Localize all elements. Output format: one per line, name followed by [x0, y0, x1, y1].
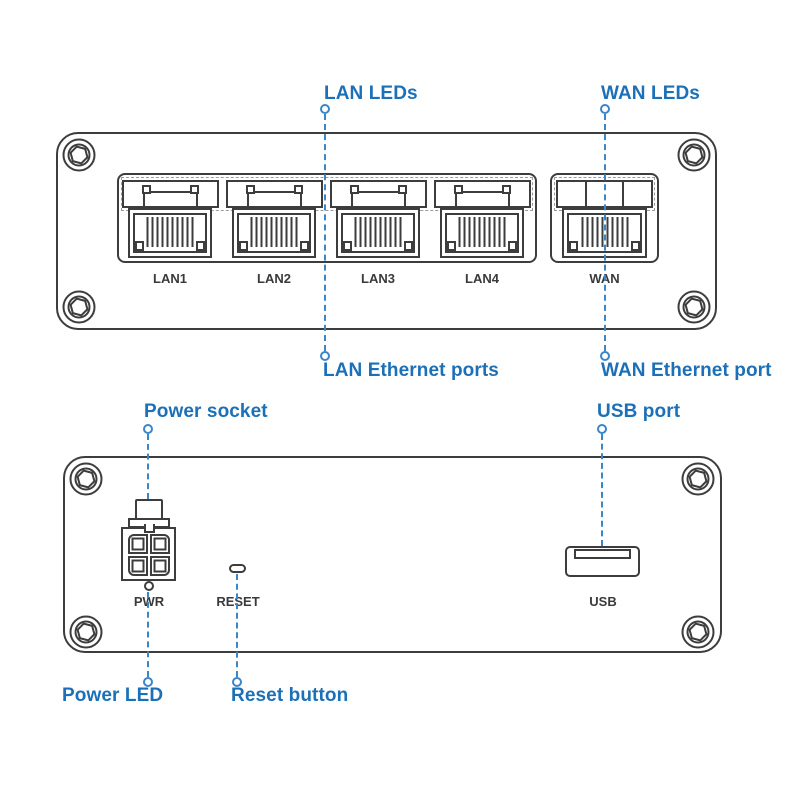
lan4-port-label: LAN4	[465, 271, 499, 286]
lan1-led-bar	[122, 180, 219, 208]
screw-icon	[681, 462, 715, 496]
wan-leds-annotation: WAN LEDs	[601, 83, 700, 104]
screw-icon	[69, 462, 103, 496]
power-socket-key-tab	[144, 524, 155, 533]
lan-leds-leader-line	[324, 114, 326, 351]
lan4-led-bar	[434, 180, 531, 208]
screw-icon	[69, 615, 103, 649]
screw-icon	[677, 290, 711, 324]
lan2-port-label: LAN2	[257, 271, 291, 286]
leader-dot	[232, 677, 242, 687]
power-socket-leader-line	[147, 434, 149, 499]
leader-dot	[143, 677, 153, 687]
leader-dot	[320, 104, 330, 114]
reset-button-annotation: Reset button	[231, 685, 349, 706]
lan2-led-bar	[226, 180, 323, 208]
power-led-leader-line	[147, 592, 149, 677]
lan4-ethernet-jack	[440, 208, 524, 258]
screw-icon	[681, 615, 715, 649]
power-socket	[121, 527, 176, 581]
lan-leds-annotation: LAN LEDs	[324, 83, 418, 104]
reset-label: RESET	[216, 594, 260, 609]
leader-dot	[320, 351, 330, 361]
screw-icon	[677, 138, 711, 172]
lan2-ethernet-jack	[232, 208, 316, 258]
lan1-port-label: LAN1	[153, 271, 187, 286]
screw-icon	[62, 290, 96, 324]
lan3-ethernet-jack	[336, 208, 420, 258]
pwr-label: PWR	[133, 594, 165, 609]
power-socket-latch	[135, 499, 163, 520]
leader-dot	[600, 351, 610, 361]
usb-port-annotation: USB port	[597, 401, 681, 422]
wan-leds-leader-line	[604, 114, 606, 351]
lan1-ethernet-jack	[128, 208, 212, 258]
leader-dot	[600, 104, 610, 114]
leader-dot	[143, 424, 153, 434]
leader-dot	[597, 424, 607, 434]
usb-port-leader-line	[601, 434, 603, 546]
lan-led-strip	[121, 177, 533, 211]
reset-button	[229, 564, 246, 573]
usb-port	[565, 546, 640, 577]
lan3-led-bar	[330, 180, 427, 208]
lan-ethernet-ports-annotation: LAN Ethernet ports	[323, 360, 499, 381]
usb-label: USB	[589, 594, 617, 609]
wan-ethernet-port-annotation: WAN Ethernet port	[601, 360, 772, 381]
screw-icon	[62, 138, 96, 172]
power-led-annotation: Power LED	[62, 685, 164, 706]
reset-button-leader-line	[236, 574, 238, 677]
power-led	[144, 581, 154, 591]
power-socket-annotation: Power socket	[144, 401, 268, 422]
lan3-port-label: LAN3	[361, 271, 395, 286]
